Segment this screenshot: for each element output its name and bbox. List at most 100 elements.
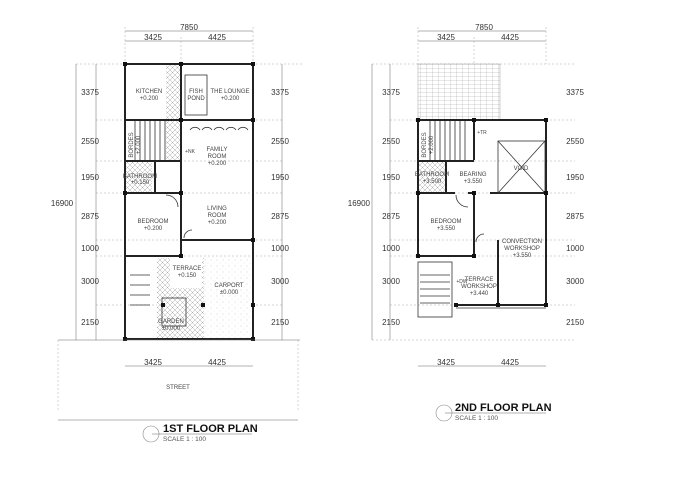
plan2-rooms-bearing-1-label: +3.550 xyxy=(464,179,483,185)
plan2-title-block: 2ND FLOOR PLAN SCALE 1 : 100 xyxy=(435,402,552,422)
plan1-rooms-lounge-1-label: +0.200 xyxy=(221,96,240,102)
plan1-rooms-bedroom-1-label: +0.200 xyxy=(144,226,163,232)
dimensions-rows-6-label: 2150 xyxy=(271,318,289,327)
dimensions-right_bay-label: 4425 xyxy=(208,358,226,367)
dimensions-rows-5-label: 3000 xyxy=(81,277,99,286)
dimensions-rows-6-label: 2150 xyxy=(81,318,99,327)
plan2-rooms-convection-2-label: +3.550 xyxy=(513,253,532,259)
plan2-title: 2ND FLOOR PLAN xyxy=(455,402,552,414)
plan2-rooms-bedroom-1-label: +3.550 xyxy=(437,226,456,232)
first-floor-plan: 7850 3425 4425 16900 3375 3375 2550 2550 1… xyxy=(51,23,303,443)
plan1-rooms-kitchen-1-label: +0.200 xyxy=(140,96,159,102)
plan2-rooms-void-label: VOID xyxy=(514,166,529,172)
plan1-rooms-garden-1-label: ±0.000 xyxy=(162,326,181,332)
plan1-rooms-bathroom-1-label: +0.150 xyxy=(131,180,150,186)
plan1-rooms-living-1-label: ROOM xyxy=(208,213,227,219)
dimensions-rows-2-label: 1950 xyxy=(271,173,289,182)
dimensions-total_depth-label: 16900 xyxy=(51,199,74,208)
dimensions-rows-1-label: 2550 xyxy=(382,137,400,146)
plan2-rooms-terrace-1-label: WORKSHOP xyxy=(461,284,497,290)
room-bedroom: BEDROOM xyxy=(137,219,168,225)
dimensions-rows-2-label: 1950 xyxy=(566,173,584,182)
dimensions-rows-6-label: 2150 xyxy=(566,318,584,327)
plan2-rooms-convection-0-label: CONVECTION xyxy=(502,239,542,245)
room-labels-2: BORDES+2.000 +TR BATHROOM+3.500 BEARING+… xyxy=(415,130,542,297)
dimensions-rows-1-label: 2550 xyxy=(81,137,99,146)
dimensions-rows-4-label: 1000 xyxy=(81,244,99,253)
dim-left-bay: 3425 xyxy=(144,33,162,42)
dimensions-rows-4-label: 1000 xyxy=(382,244,400,253)
room-lounge: THE LOUNGE xyxy=(210,89,249,95)
plan2-rooms-convection-1-label: WORKSHOP xyxy=(504,246,540,252)
plan2-rooms-bearing-0-label: BEARING xyxy=(459,172,486,178)
dimensions-rows-1-label: 2550 xyxy=(566,137,584,146)
plan2-rooms-bedroom-0-label: BEDROOM xyxy=(430,219,461,225)
room-living: LIVING xyxy=(207,206,227,212)
dimensions-rows-2-label: 1950 xyxy=(81,173,99,182)
dimensions-rows-0-label: 3375 xyxy=(81,88,99,97)
plan1-rooms-nk-label: +NK xyxy=(185,149,196,155)
dimensions-total_depth-label: 16900 xyxy=(348,199,371,208)
room-borders: BORDES xyxy=(129,132,135,157)
dimensions-left_bay-label: 3425 xyxy=(437,33,455,42)
dimensions-total_width-label: 7850 xyxy=(475,23,493,32)
bottom-dimensions-2: 3425 4425 xyxy=(418,358,546,367)
top-dimensions: 7850 3425 4425 xyxy=(124,23,254,64)
room-bathroom: BATHROOM xyxy=(123,174,157,180)
room-terrace: TERRACE xyxy=(173,266,202,272)
plan1-rooms-carport-1-label: ±0.000 xyxy=(220,290,239,296)
dimensions-rows-3-label: 2875 xyxy=(271,212,289,221)
plan2-rooms-tr-label: +TR xyxy=(477,130,487,136)
bottom-dimensions: 3425 4425 STREET xyxy=(57,339,300,421)
room-fish-pond: FISH xyxy=(189,89,203,95)
plan2-rooms-borders-0-label: BORDES xyxy=(422,132,428,157)
dimensions-rows-5-label: 3000 xyxy=(271,277,289,286)
dimensions-rows-5-label: 3000 xyxy=(382,277,400,286)
dim-right-bay: 4425 xyxy=(208,33,226,42)
plan1-rooms-borders-1-label: +2.000 xyxy=(136,135,142,154)
room-carport: CARPORT xyxy=(214,283,244,289)
walls-and-areas xyxy=(123,62,255,341)
plan1-rooms-family-1-label: ROOM xyxy=(208,154,227,160)
dim-total-width: 7850 xyxy=(180,23,198,32)
plan2-scale: SCALE 1 : 100 xyxy=(455,415,498,422)
top-dimensions-2: 7850 3425 4425 xyxy=(417,23,547,64)
plan1-rooms-fish_pond-1-label: POND xyxy=(187,96,205,102)
dimensions-right_bay-label: 4425 xyxy=(501,33,519,42)
dimensions-rows-3-label: 2875 xyxy=(566,212,584,221)
dimensions-rows-3-label: 2875 xyxy=(382,212,400,221)
dimensions-rows-6-label: 2150 xyxy=(382,318,400,327)
plan2-rooms-bathroom-0-label: BATHROOM xyxy=(415,172,449,178)
plan2-rooms-borders-1-label: +2.000 xyxy=(429,135,435,154)
plan1-title-block: 1ST FLOOR PLAN SCALE 1 : 100 xyxy=(142,423,258,443)
dimensions-rows-4-label: 1000 xyxy=(566,244,584,253)
plan2-rooms-terrace-2-label: +3.440 xyxy=(470,291,489,297)
street-label: STREET xyxy=(166,385,190,391)
walls-and-areas-2 xyxy=(416,63,548,318)
dimensions-rows-0-label: 3375 xyxy=(566,88,584,97)
dimensions-rows-0-label: 3375 xyxy=(271,88,289,97)
dimensions-rows-5-label: 3000 xyxy=(566,277,584,286)
dimensions-rows-3-label: 2875 xyxy=(81,212,99,221)
plan1-rooms-terrace-1-label: +0.150 xyxy=(178,273,197,279)
dimensions-rows-1-label: 2550 xyxy=(271,137,289,146)
dimensions-left_bay-label: 3425 xyxy=(144,358,162,367)
plan1-title: 1ST FLOOR PLAN xyxy=(163,423,258,435)
dimensions-right_bay-label: 4425 xyxy=(501,358,519,367)
plan2-rooms-bathroom-1-label: +3.500 xyxy=(423,179,442,185)
dimensions-rows-2-label: 1950 xyxy=(382,173,400,182)
plan1-scale: SCALE 1 : 100 xyxy=(163,436,206,443)
dimensions-rows-4-label: 1000 xyxy=(271,244,289,253)
room-kitchen: KITCHEN xyxy=(136,89,162,95)
dimensions-left_bay-label: 3425 xyxy=(437,358,455,367)
plan2-rooms-dw-label: +DW xyxy=(456,279,468,285)
plan2-rooms-terrace-0-label: TERRACE xyxy=(465,277,494,283)
room-garden: GARDEN xyxy=(158,319,184,325)
room-family: FAMILY xyxy=(207,147,228,153)
plan1-rooms-family-2-label: +0.200 xyxy=(208,161,227,167)
plan1-rooms-living-2-label: +0.200 xyxy=(208,220,227,226)
